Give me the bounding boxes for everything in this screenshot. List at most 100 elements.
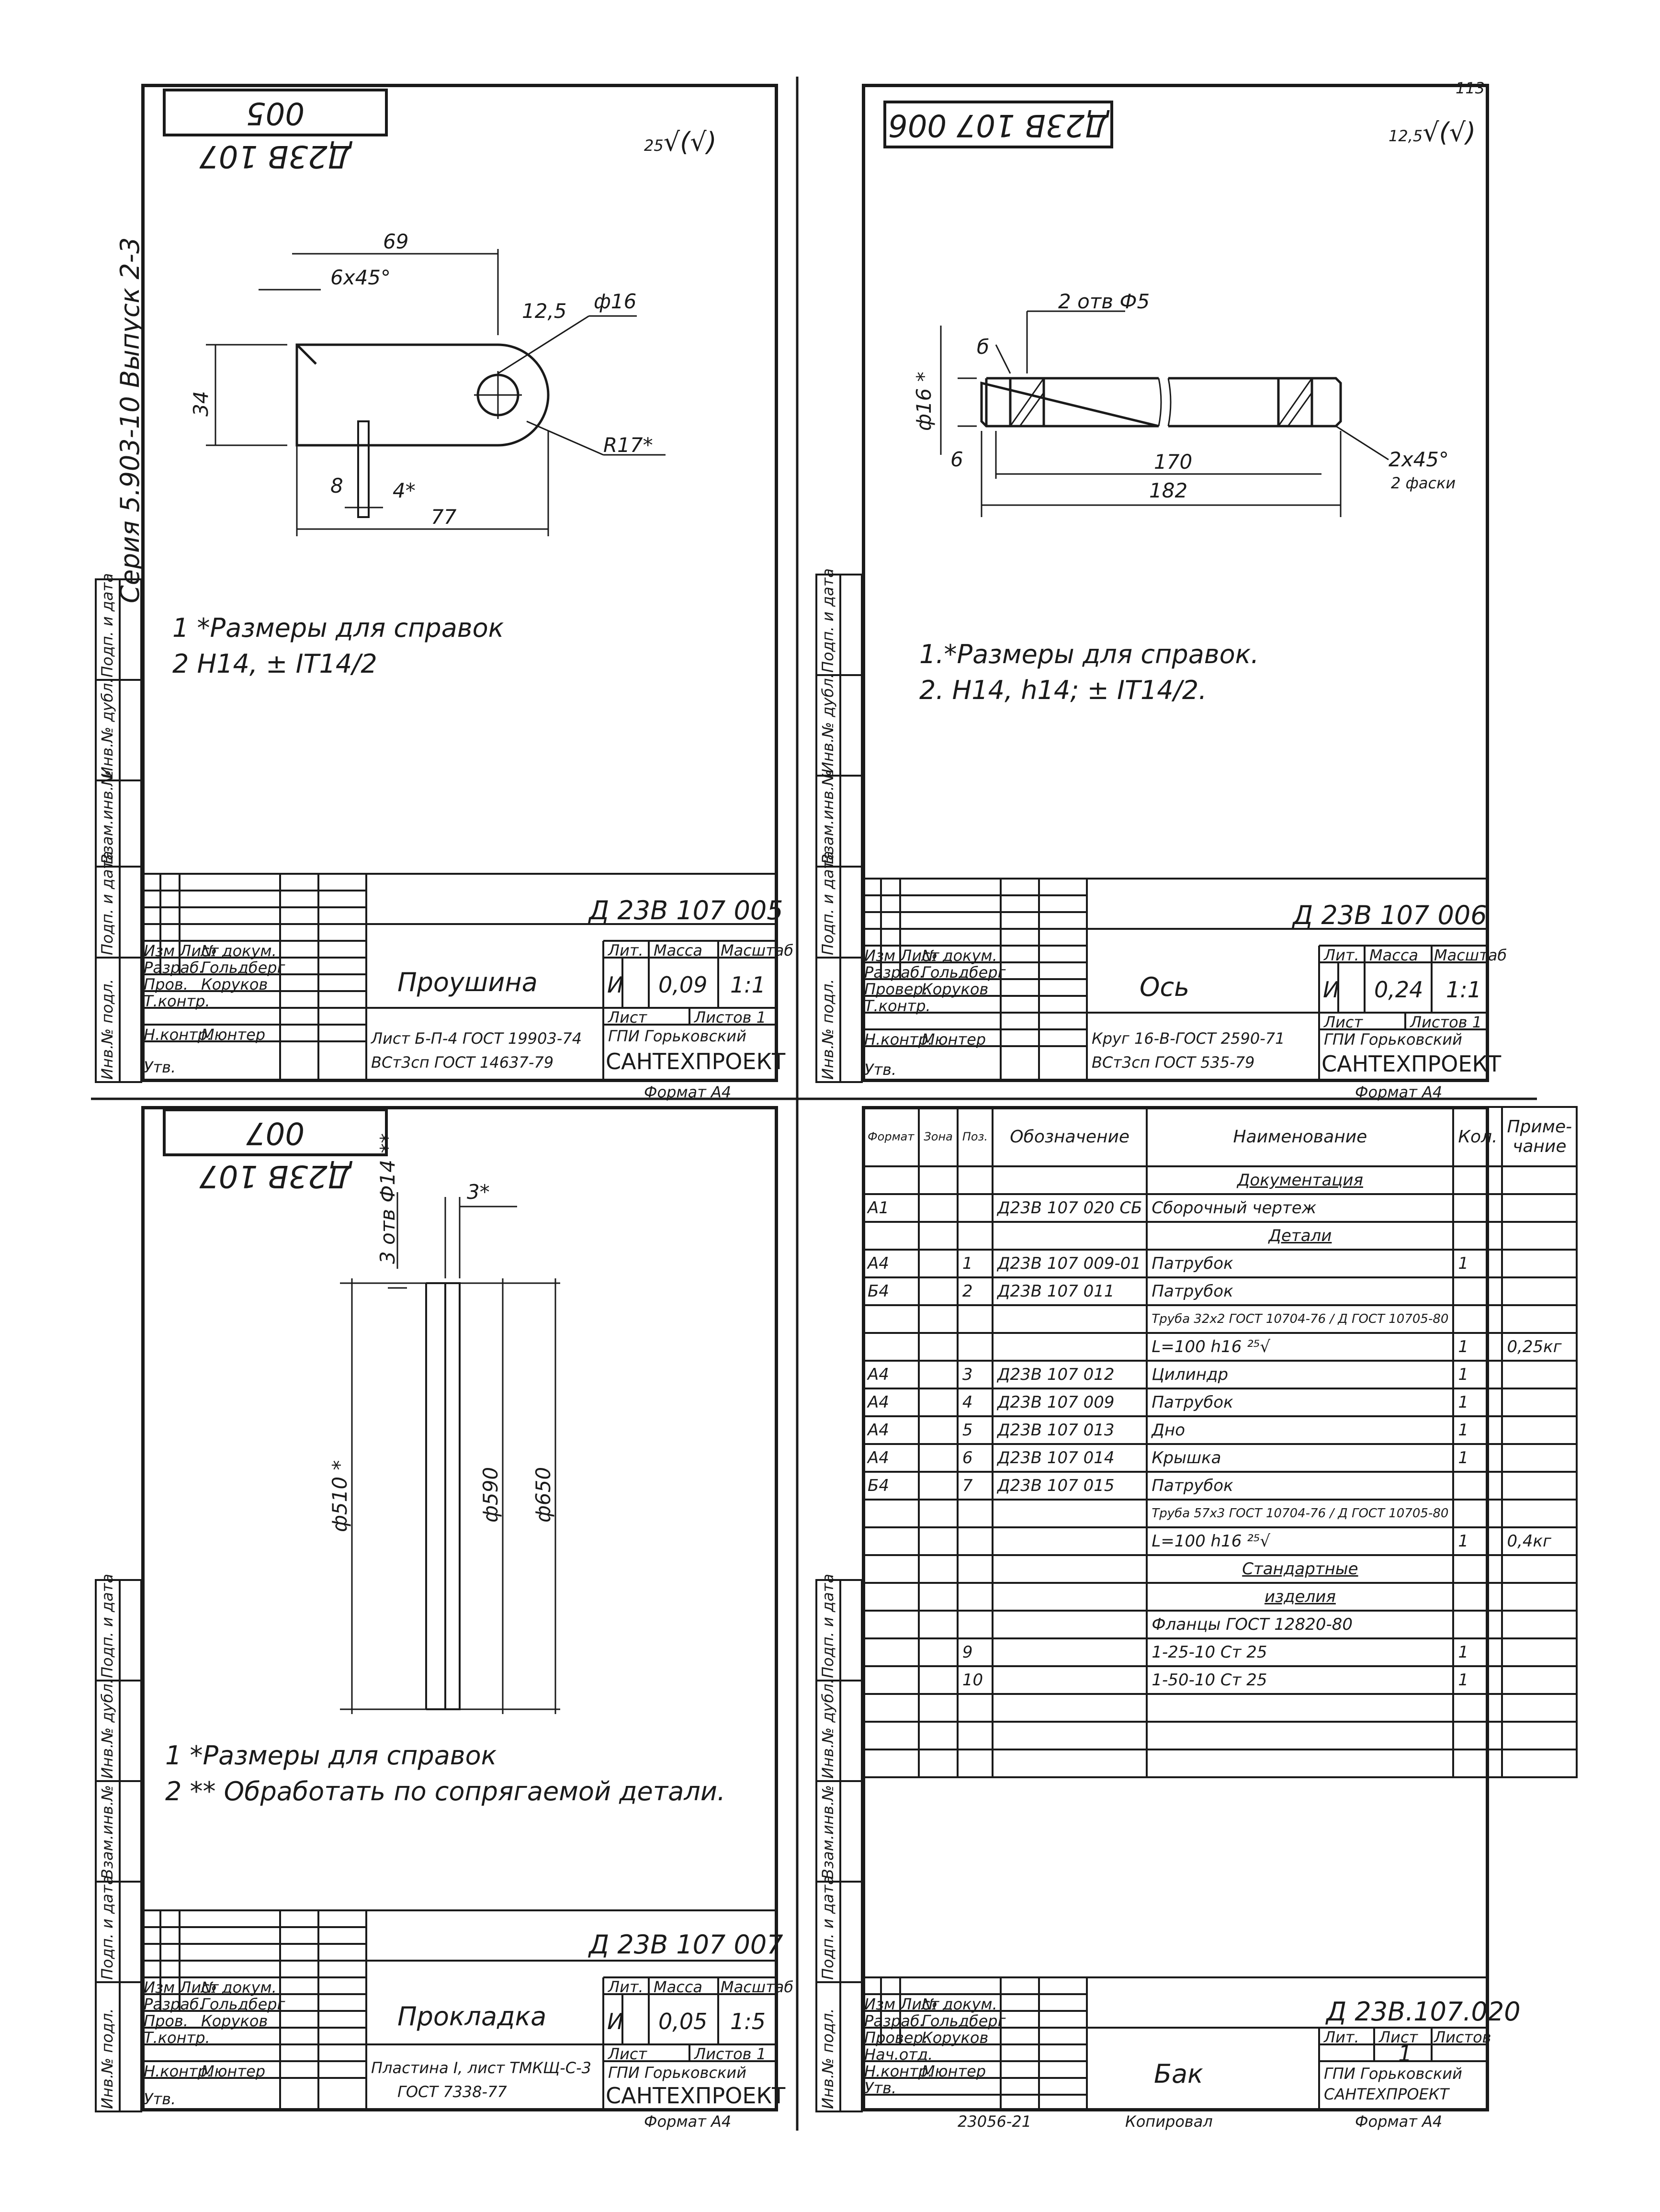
spec-cell-designation: Д23В 107 011 <box>991 1276 1148 1306</box>
spec-cell-qty: 1 <box>1452 1637 1503 1667</box>
dim-radius-17: R17* <box>603 433 653 457</box>
spec-cell-pos <box>956 1304 994 1334</box>
dim-3: 3* <box>467 1180 490 1204</box>
top-code-box-005: Д23В 107 005 <box>163 89 388 174</box>
col-scale-006: Масштаб <box>1434 946 1507 964</box>
spec-title-code: Д 23В.107.020 <box>1326 1997 1521 2027</box>
spec-cell-qty <box>1452 1693 1503 1723</box>
spec-cell-note <box>1501 1276 1578 1306</box>
spec-col-sheets: Листов <box>1434 2028 1491 2046</box>
table-row <box>861 1693 1578 1723</box>
spec-cell-note <box>1501 1415 1578 1445</box>
spec-cell-qty <box>1452 1221 1503 1251</box>
spec-cell-designation <box>991 1721 1148 1750</box>
dim-8: 8 <box>330 474 343 497</box>
spec-cell-note <box>1501 1693 1578 1723</box>
spec-cell-name: Стандартные <box>1146 1554 1455 1584</box>
note-1-007: 1 *Размеры для справок <box>165 1740 497 1771</box>
spec-cell-name: Дно <box>1146 1415 1455 1445</box>
spec-cell-designation <box>991 1693 1148 1723</box>
stamp-prov-005: Пров. <box>144 975 188 993</box>
col-mass-007: Масса <box>654 1978 703 1996</box>
format-label-020: Формат A4 <box>1355 2112 1443 2131</box>
spec-header-row: Формат Зона Поз. Обозначение Наименовани… <box>861 1106 1578 1167</box>
spec-cell-format <box>861 1582 920 1612</box>
spec-cell-name: Патрубок <box>1146 1388 1455 1417</box>
spec-cell-pos <box>956 1193 994 1223</box>
spec-cell-name <box>1146 1749 1455 1778</box>
stamp-header-doc-005: № докум. <box>201 942 277 960</box>
dim-4: 4* <box>393 479 416 502</box>
spec-cell-designation: Д23В 107 012 <box>991 1360 1148 1389</box>
spec-cell-pos: 5 <box>956 1415 994 1445</box>
part-name-006: Ось <box>1140 972 1190 1002</box>
drawing-sheet-007 <box>141 1106 778 2111</box>
dim-chamfers-count: 2 фаски <box>1391 474 1456 492</box>
stamp-prov-name-006: Коруков <box>922 980 989 998</box>
stamp-razrab-006: Разраб. <box>864 963 925 982</box>
spec-cell-pos: 9 <box>956 1637 994 1667</box>
stamp-utv-007: Утв. <box>144 2090 176 2108</box>
spec-cell-note <box>1501 1304 1578 1334</box>
spec-cell-qty <box>1452 1276 1503 1306</box>
spec-cell-note <box>1501 1637 1578 1667</box>
spec-cell-qty: 1 <box>1452 1526 1503 1556</box>
specification-table: Формат Зона Поз. Обозначение Наименовани… <box>861 1106 1578 1778</box>
stamp-nkontr-name-005: Мюнтер <box>201 1026 266 1044</box>
spec-cell-designation <box>991 1637 1148 1667</box>
spec-cell-name: Детали <box>1146 1221 1455 1251</box>
spec-cell-qty <box>1452 1304 1503 1334</box>
spec-stamp-utv: Утв. <box>864 2079 897 2097</box>
spec-cell-zone <box>918 1360 959 1389</box>
spec-cell-pos <box>956 1721 994 1750</box>
stamp-utv-005: Утв. <box>144 1058 176 1076</box>
spec-cell-qty <box>1452 1471 1503 1501</box>
top-code-box-007: Д23В 107 007 <box>163 1108 388 1194</box>
spec-cell-designation <box>991 1332 1148 1362</box>
spec-cell-note <box>1501 1221 1578 1251</box>
spec-cell-zone <box>918 1193 959 1223</box>
spec-cell-designation: Д23В 107 009 <box>991 1388 1148 1417</box>
spec-cell-qty: 1 <box>1452 1665 1503 1695</box>
dim-diameter-16: ф16 <box>594 290 637 313</box>
spec-cell-qty <box>1452 1582 1503 1612</box>
spec-cell-pos <box>956 1526 994 1556</box>
spec-cell-designation <box>991 1749 1148 1778</box>
spec-cell-format <box>861 1693 920 1723</box>
spec-cell-format <box>861 1610 920 1639</box>
spec-cell-note <box>1501 1388 1578 1417</box>
spec-cell-pos: 1 <box>956 1249 994 1278</box>
spec-stamp-razrab-name: Гольдберг <box>922 2012 1006 2030</box>
top-code-box-006: Д23В 107 006 <box>883 101 1113 148</box>
material-1-005: Лист Б-П-4 ГОСТ 19903-74 <box>371 1029 582 1048</box>
spec-cell-name: Крышка <box>1146 1443 1455 1473</box>
spec-cell-name: Цилиндр <box>1146 1360 1455 1389</box>
spec-stamp-nkontr: Н.контр. <box>864 2062 933 2080</box>
spec-cell-format <box>861 1304 920 1334</box>
spec-cell-name: L=100 h16 ²⁵√ <box>1146 1332 1455 1362</box>
spec-cell-zone <box>918 1749 959 1778</box>
spec-cell-qty: 1 <box>1452 1360 1503 1389</box>
org-2-006: САНТЕХПРОЕКТ <box>1321 1051 1502 1077</box>
spec-cell-qty <box>1452 1749 1503 1778</box>
spec-cell-qty: 1 <box>1452 1249 1503 1278</box>
spec-cell-zone <box>918 1388 959 1417</box>
spec-cell-note <box>1501 1665 1578 1695</box>
spec-cell-name: 1-25-10 Ст 25 <box>1146 1637 1455 1667</box>
note-1-005: 1 *Размеры для справок <box>172 613 504 643</box>
spec-cell-pos <box>956 1749 994 1778</box>
material-1-006: Круг 16-В-ГОСТ 2590-71 <box>1092 1029 1285 1048</box>
side-stamp-label4-020: Инв.№ дубл. <box>819 1679 837 1779</box>
spec-cell-zone <box>918 1165 959 1195</box>
spec-cell-designation <box>991 1665 1148 1695</box>
